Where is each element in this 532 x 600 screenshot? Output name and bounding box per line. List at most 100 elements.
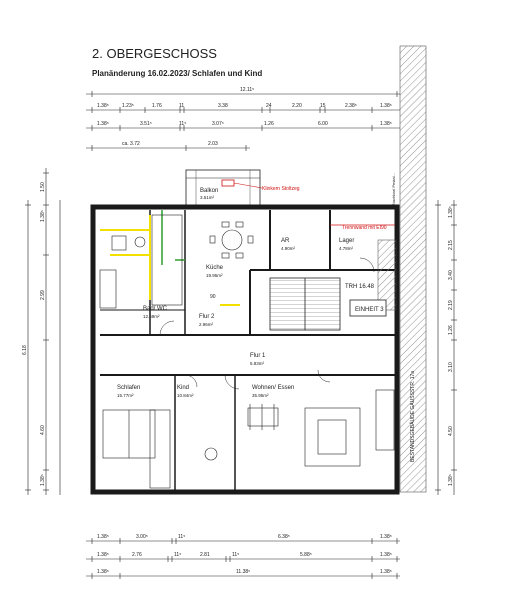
wall-note: Trennwand mit EI90 — [342, 225, 387, 231]
room-area: 12.59m² — [143, 314, 160, 319]
dim-bottom-3: 1.38⁵ 11.38⁵ 1.38⁵ — [97, 569, 392, 575]
svg-text:1.38⁵: 1.38⁵ — [380, 569, 392, 575]
room-label: Flur 1 — [250, 353, 266, 359]
svg-text:11⁵: 11⁵ — [232, 552, 239, 558]
neighbour-wall — [399, 45, 427, 493]
svg-text:1.38⁵: 1.38⁵ — [40, 210, 46, 222]
top-dimensions — [86, 91, 400, 151]
svg-text:11.38⁵: 11.38⁵ — [236, 569, 250, 575]
unit-label: EINHEIT 3 — [355, 307, 384, 313]
balcony-note: Klinkern Stoltzeg — [262, 186, 300, 192]
svg-text:4.50: 4.50 — [448, 426, 454, 436]
left-dimensions — [25, 168, 61, 495]
bottom-dimensions — [86, 538, 400, 579]
svg-text:1.23⁵: 1.23⁵ — [122, 103, 134, 109]
svg-text:1.38⁵: 1.38⁵ — [97, 552, 109, 558]
dim-row-4: ca. 3.72 2.03 — [122, 141, 218, 147]
svg-text:1.38⁵: 1.38⁵ — [40, 474, 46, 486]
svg-text:2.15: 2.15 — [448, 240, 454, 250]
room-area: 5.83m² — [250, 361, 265, 366]
svg-text:3.07⁵: 3.07⁵ — [212, 121, 224, 127]
svg-text:1.26: 1.26 — [448, 325, 454, 335]
stairwell — [269, 277, 387, 331]
stair-label: TRH 16.48 — [345, 284, 375, 290]
svg-text:2.20: 2.20 — [292, 103, 302, 109]
living-furniture — [204, 389, 395, 467]
svg-text:2.99: 2.99 — [40, 290, 46, 300]
svg-text:3.40: 3.40 — [448, 270, 454, 280]
room-area: 35.95m² — [252, 393, 269, 398]
room-label: Küche — [206, 265, 224, 271]
dim-row-2: 1.38⁵ 1.23⁵ 1.76 11 3.38 24 2.20 15 2.38… — [97, 103, 392, 109]
room-label: Schlafen — [117, 385, 140, 391]
svg-text:11⁵: 11⁵ — [174, 552, 181, 558]
svg-text:1.50: 1.50 — [40, 182, 46, 192]
page-title: 2. OBERGESCHOSS — [92, 46, 217, 61]
svg-text:1.38⁵: 1.38⁵ — [380, 534, 392, 540]
doors — [159, 257, 375, 390]
svg-text:2.38⁵: 2.38⁵ — [345, 103, 357, 109]
dim-left: 1.50 1.38⁵ 2.99 6.18 4.60 1.38⁵ — [22, 182, 46, 486]
svg-text:11: 11 — [179, 103, 184, 109]
svg-text:15: 15 — [320, 103, 326, 109]
svg-text:3.10: 3.10 — [448, 362, 454, 372]
svg-text:1.38⁵: 1.38⁵ — [380, 103, 392, 109]
svg-text:1.76: 1.76 — [152, 103, 162, 109]
dim-right: 1.38⁵ 2.15 3.40 2.19 1.26 3.10 4.50 1.38… — [448, 206, 454, 486]
svg-text:1.38⁵: 1.38⁵ — [97, 534, 109, 540]
room-label: Bad/ WC — [143, 306, 168, 312]
bathroom-fixtures — [99, 214, 183, 309]
dim-bottom-2: 1.38⁵ 2.76 11⁵ 2.81 11⁵ 5.88⁵ 1.38⁵ — [97, 552, 392, 558]
room-area: 3.51m² — [200, 195, 215, 200]
dim-top-total: 12.11⁵ — [240, 87, 254, 93]
svg-text:1.38⁵: 1.38⁵ — [448, 474, 454, 486]
room-label: Kind — [177, 385, 189, 391]
room-label: Wohnen/ Essen — [252, 385, 294, 391]
room-area: 2.96m² — [199, 322, 214, 327]
svg-text:1.38⁵: 1.38⁵ — [380, 121, 392, 127]
svg-text:3.38: 3.38 — [218, 103, 228, 109]
room-area: 4.90m² — [281, 246, 296, 251]
accent-lines — [100, 210, 240, 306]
svg-text:24: 24 — [266, 103, 272, 109]
svg-text:ca. 3.72: ca. 3.72 — [122, 141, 140, 147]
room-label: Balkon — [200, 188, 218, 194]
room-label: AR — [281, 238, 290, 244]
svg-text:11⁵: 11⁵ — [178, 534, 185, 540]
room-area: 10.84m² — [177, 393, 194, 398]
room-label: Flur 2 — [199, 314, 215, 320]
street-label: BESTANDSGEBÄUDE GAUSSSTR. 17a — [409, 371, 416, 462]
svg-text:3.00⁵: 3.00⁵ — [136, 534, 148, 540]
svg-text:6.00: 6.00 — [318, 121, 328, 127]
svg-text:1.38⁵: 1.38⁵ — [97, 103, 109, 109]
balcony: Klinkern Stoltzeg Balkon 3.51m² — [185, 169, 300, 209]
room-labels: Küche 19.95m² AR 4.90m² Lager 4.78m² Bad… — [117, 238, 354, 398]
room-area: 19.95m² — [206, 273, 223, 278]
svg-text:1.38⁵: 1.38⁵ — [380, 552, 392, 558]
dim-row-3: 1.38⁵ 3.51⁵ 11⁵ 3.07⁵ 1.26 6.00 1.38⁵ — [97, 121, 392, 127]
svg-text:1.26: 1.26 — [264, 121, 274, 127]
svg-text:6.38⁵: 6.38⁵ — [278, 534, 290, 540]
svg-text:6.18: 6.18 — [22, 345, 28, 355]
inner-hatch — [377, 239, 397, 311]
bed — [102, 409, 171, 489]
svg-text:2.03: 2.03 — [208, 141, 218, 147]
svg-text:1.38⁵: 1.38⁵ — [97, 121, 109, 127]
svg-text:2.19: 2.19 — [448, 300, 454, 310]
svg-text:2.81: 2.81 — [200, 552, 210, 558]
building-walls — [90, 204, 400, 495]
svg-text:3.51⁵: 3.51⁵ — [140, 121, 152, 127]
neighbour-label: Nachbar/ Pestal... — [391, 173, 396, 205]
dim-bottom-1: 1.38⁵ 3.00⁵ 11⁵ 6.38⁵ 1.38⁵ — [97, 534, 392, 540]
page-subtitle: Planänderung 16.02.2023/ Schlafen und Ki… — [92, 69, 262, 78]
svg-text:4.60: 4.60 — [40, 425, 46, 435]
right-dimensions — [435, 200, 457, 495]
room-label: Lager — [339, 238, 354, 244]
dining-table-kitchen — [209, 221, 254, 259]
svg-text:11⁵: 11⁵ — [179, 121, 186, 127]
svg-text:5.88⁵: 5.88⁵ — [300, 552, 312, 558]
svg-text:1.38⁵: 1.38⁵ — [448, 206, 454, 218]
svg-text:1.38⁵: 1.38⁵ — [97, 569, 109, 575]
room-area: 4.78m² — [339, 246, 354, 251]
